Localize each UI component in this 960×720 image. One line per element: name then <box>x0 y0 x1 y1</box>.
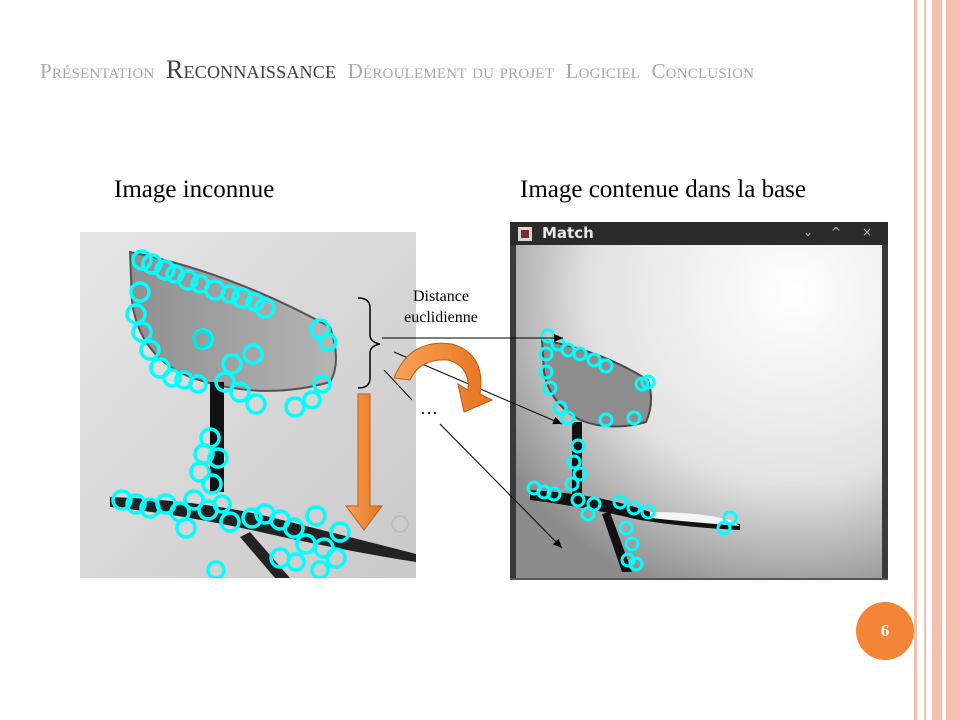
match-arrow-3 <box>383 369 413 401</box>
minimize-icon[interactable]: ⌄ <box>803 225 814 239</box>
distance-label-line2: euclidienne <box>404 309 478 326</box>
maximize-icon[interactable]: ^ <box>831 225 842 239</box>
nav-item-presentation: Présentation <box>40 59 155 83</box>
match-keypoint-markers <box>526 328 738 572</box>
match-window: Match ⌄ ^ × <box>510 222 888 580</box>
nav-item-deroulement: Déroulement du projet <box>347 59 555 83</box>
keypoint-markers <box>111 249 351 578</box>
page-number-badge: 6 <box>856 602 914 660</box>
loop-arrow <box>393 342 494 413</box>
close-icon[interactable]: × <box>862 225 873 239</box>
nav-item-reconnaissance: Reconnaissance <box>166 55 337 84</box>
unknown-image-title: Image inconnue <box>114 176 275 203</box>
nav-item-conclusion: Conclusion <box>651 59 755 83</box>
distance-brace <box>357 297 381 389</box>
distance-label: Distance euclidienne <box>394 286 488 328</box>
nav-item-logiciel: Logiciel <box>565 59 641 83</box>
window-app-icon <box>518 227 532 241</box>
decorative-stripes <box>914 0 960 720</box>
database-image-title: Image contenue dans la base <box>520 176 806 203</box>
match-arrow-4 <box>439 423 563 549</box>
iteration-arrow <box>345 393 383 531</box>
match-window-titlebar: Match ⌄ ^ × <box>510 222 888 245</box>
ellipsis: … <box>420 398 438 418</box>
distance-label-line1: Distance <box>413 288 469 305</box>
match-window-title: Match <box>542 224 594 242</box>
section-nav: Présentation Reconnaissance Déroulement … <box>40 55 920 85</box>
database-image-photo <box>510 222 888 578</box>
